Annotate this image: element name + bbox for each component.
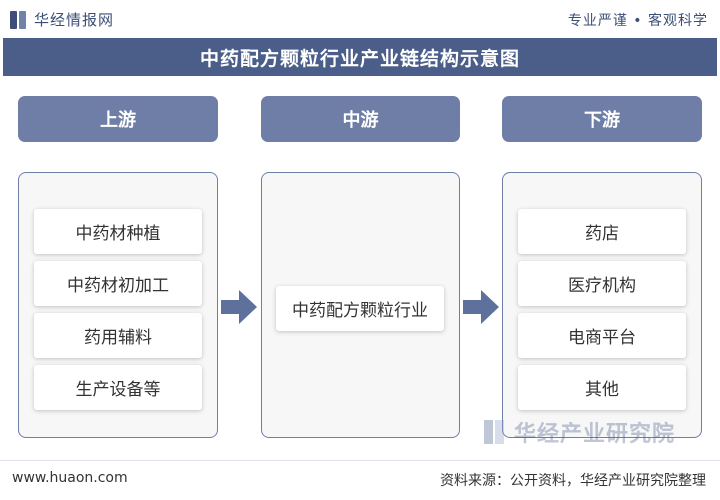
downstream-item: 其他 bbox=[518, 365, 686, 410]
downstream-item: 医疗机构 bbox=[518, 261, 686, 306]
upstream-item: 药用辅料 bbox=[34, 313, 202, 358]
watermark-logo-icon bbox=[484, 420, 506, 444]
downstream-box: 药店 医疗机构 电商平台 其他 bbox=[502, 172, 702, 438]
header-downstream: 下游 bbox=[502, 96, 702, 142]
midstream-item: 中药配方颗粒行业 bbox=[276, 286, 444, 331]
right-arrow-icon bbox=[463, 290, 499, 324]
watermark-text: 华经产业研究院 bbox=[514, 422, 676, 447]
brand-name: 华经情报网 bbox=[34, 11, 115, 29]
source-note: 资料来源：公开资料，华经产业研究院整理 bbox=[440, 473, 706, 489]
site-url[interactable]: www.huaon.com bbox=[12, 470, 128, 486]
header-upstream: 上游 bbox=[18, 96, 218, 142]
slogan: 专业严谨 • 客观科学 bbox=[567, 13, 708, 29]
upstream-item: 生产设备等 bbox=[34, 365, 202, 410]
downstream-item: 药店 bbox=[518, 209, 686, 254]
upstream-item: 中药材种植 bbox=[34, 209, 202, 254]
diagram-title: 中药配方颗粒行业产业链结构示意图 bbox=[199, 47, 520, 70]
right-arrow-icon bbox=[221, 290, 257, 324]
brand[interactable]: 华经情报网 bbox=[10, 9, 114, 30]
huajing-logo-icon bbox=[10, 10, 28, 29]
title-bar: 中药配方颗粒行业产业链结构示意图 bbox=[3, 38, 717, 76]
upstream-box: 中药材种植 中药材初加工 药用辅料 生产设备等 bbox=[18, 172, 218, 438]
midstream-box: 中药配方颗粒行业 bbox=[261, 172, 460, 438]
header-midstream: 中游 bbox=[261, 96, 460, 142]
upstream-item: 中药材初加工 bbox=[34, 261, 202, 306]
downstream-item: 电商平台 bbox=[518, 313, 686, 358]
footer: www.huaon.com 资料来源：公开资料，华经产业研究院整理 bbox=[0, 460, 720, 500]
watermark: 华经产业研究院 bbox=[484, 416, 675, 448]
top-bar: 华经情报网 专业严谨 • 客观科学 bbox=[0, 0, 720, 38]
